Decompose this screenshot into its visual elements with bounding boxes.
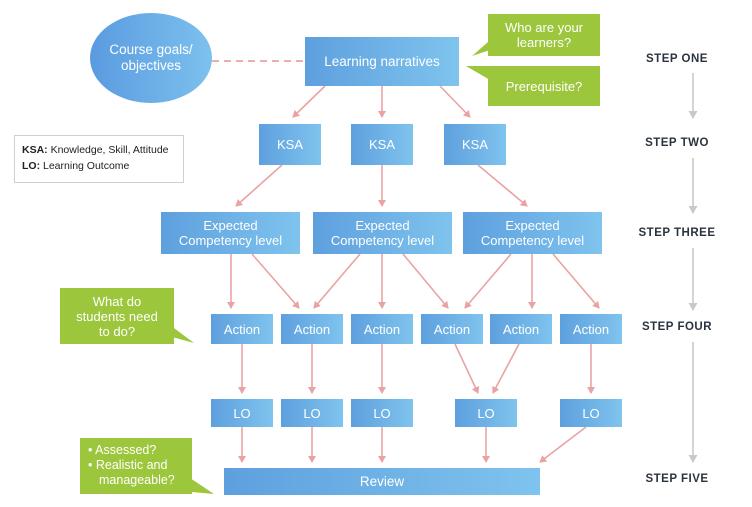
legend-lo: LO: Learning Outcome: [22, 158, 176, 174]
arrow-ksa1-comp1: [235, 164, 283, 207]
callout-what-do-students-need: What do students need to do?: [60, 288, 174, 344]
callout-who-are-learners: Who are your learners?: [488, 14, 600, 56]
callout-who-tail: [472, 42, 490, 56]
step-two-label: STEP TWO: [645, 137, 709, 149]
action-node: Action: [281, 314, 343, 344]
callout-whatdo-tail: [170, 325, 194, 343]
arrow-comp3-act6: [552, 253, 600, 309]
callout-item-assessed: • Assessed?: [88, 443, 157, 457]
action-node: Action: [421, 314, 483, 344]
legend-ksa: KSA: Knowledge, Skill, Attitude: [22, 142, 176, 158]
action-node: Action: [560, 314, 622, 344]
step-four-label: STEP FOUR: [641, 321, 713, 333]
ksa-node: KSA: [444, 124, 506, 165]
ksa-node: KSA: [259, 124, 321, 165]
callout-prereq-tail: [466, 66, 490, 80]
lo-node: LO: [281, 399, 343, 427]
arrow-comp2-act2: [313, 253, 361, 309]
step-one-label: STEP ONE: [646, 53, 708, 65]
callout-prerequisite: Prerequisite?: [488, 66, 600, 106]
action-node: Action: [351, 314, 413, 344]
competency-node: Expected Competency level: [161, 212, 300, 254]
callout-assessed-realistic: • Assessed? • Realistic and manageable?: [80, 438, 192, 494]
arrow-lo5-review: [539, 426, 587, 463]
action-node: Action: [490, 314, 552, 344]
arrow-comp2-act4: [402, 253, 449, 309]
legend-lo-key: LO:: [22, 160, 41, 172]
arrow-comp3-act4: [464, 253, 512, 309]
legend-ksa-value: Knowledge, Skill, Attitude: [50, 144, 169, 156]
legend-box: KSA: Knowledge, Skill, Attitude LO: Lear…: [14, 135, 184, 183]
callout-item-realistic: • Realistic and manageable?: [88, 458, 175, 487]
lo-node: LO: [455, 399, 517, 427]
arrow-narratives-ksa3: [439, 85, 471, 118]
review-node: Review: [224, 468, 540, 495]
legend-lo-value: Learning Outcome: [43, 160, 130, 172]
lo-node: LO: [560, 399, 622, 427]
step-three-label: STEP THREE: [638, 227, 716, 239]
course-goals-node: Course goals/ objectives: [90, 13, 212, 103]
competency-node: Expected Competency level: [313, 212, 452, 254]
arrow-act4-lo4: [454, 343, 480, 394]
legend-ksa-key: KSA:: [22, 144, 48, 156]
arrow-narratives-ksa1: [292, 85, 326, 118]
arrow-act5-lo4: [492, 343, 520, 394]
action-node: Action: [211, 314, 273, 344]
learning-narratives-node: Learning narratives: [305, 37, 459, 86]
arrow-ksa3-comp3: [477, 164, 528, 207]
callout-assessed-tail: [190, 478, 214, 494]
arrow-comp1-act2: [251, 253, 300, 309]
ksa-node: KSA: [351, 124, 413, 165]
callout-assessed-text: Assessed?: [95, 443, 157, 457]
competency-node: Expected Competency level: [463, 212, 602, 254]
lo-node: LO: [351, 399, 413, 427]
lo-node: LO: [211, 399, 273, 427]
callout-realistic-text: Realistic and manageable?: [95, 458, 175, 487]
step-five-label: STEP FIVE: [645, 473, 709, 485]
